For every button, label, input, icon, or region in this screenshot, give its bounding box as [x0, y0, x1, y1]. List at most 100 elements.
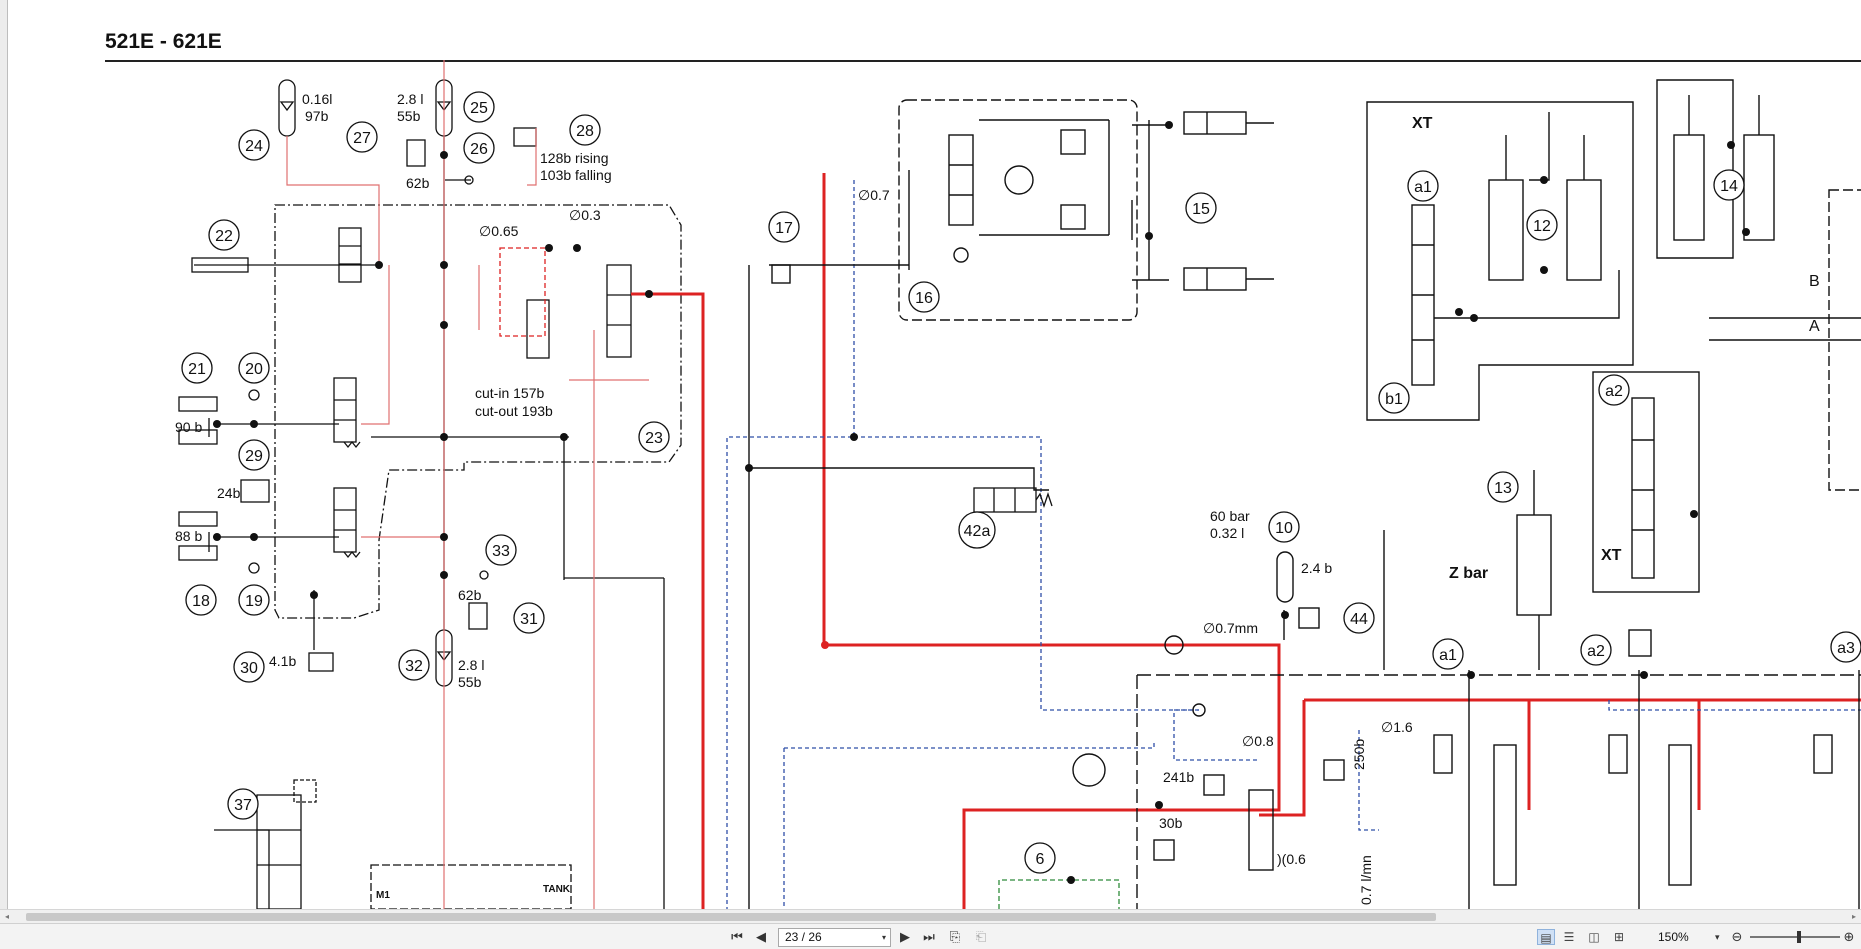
hydraulic-schematic: 24 25 26 27 28 22 21 20 29 18 19 23 17 1…: [175, 60, 1861, 909]
left-assembly: [178, 79, 682, 909]
next-page-icon[interactable]: ▶: [900, 929, 910, 944]
title-rule: [105, 60, 1861, 62]
pump-module: [771, 99, 1274, 321]
orifice-06: )(0.6: [1277, 851, 1306, 867]
press-88: 88 b: [175, 528, 202, 544]
viewer-left-edge: [0, 0, 8, 909]
scroll-right-icon[interactable]: ▸: [1851, 912, 1856, 921]
drain-lines: [998, 879, 1120, 909]
label-15: 15: [1192, 201, 1210, 218]
label-27: 27: [353, 130, 371, 147]
label-14: 14: [1720, 178, 1738, 195]
pilot-dashed-lines: [726, 180, 1861, 909]
view-single-icon[interactable]: ▤: [1537, 929, 1555, 945]
label-26: 26: [470, 141, 488, 158]
pilot-lines: [286, 60, 649, 909]
label-22: 22: [215, 228, 233, 245]
view-continuous-icon[interactable]: ☰: [1563, 930, 1575, 944]
label-a1-top: a1: [1414, 179, 1432, 196]
last-page-icon[interactable]: ⏭: [923, 929, 935, 944]
label-a1-bottom: a1: [1439, 647, 1457, 664]
annotations: 0.16l 97b 2.8 l 55b 62b 128b rising 103b…: [175, 91, 1820, 905]
label-37: 37: [234, 797, 252, 814]
zoom-slider-knob[interactable]: [1797, 931, 1801, 943]
document-viewer[interactable]: 521E - 621E: [0, 0, 1861, 909]
label-29: 29: [245, 448, 263, 465]
right-components: [1072, 79, 1861, 909]
horizontal-scrollbar[interactable]: ◂ ▸: [0, 909, 1861, 923]
press-250: 250b: [1351, 739, 1367, 770]
orifice-065: ∅0.65: [479, 223, 519, 239]
label-16: 16: [915, 290, 933, 307]
sw27-pressure: 62b: [406, 175, 430, 191]
flow-07: 0.7 l/mn: [1358, 855, 1374, 905]
orifice-07: ∅0.7: [858, 187, 890, 203]
xt-bottom: XT: [1601, 547, 1622, 564]
label-a2-bottom: a2: [1587, 643, 1605, 660]
label-31: 31: [520, 611, 538, 628]
sw28-falling: 103b falling: [540, 167, 612, 183]
label-20: 20: [245, 361, 263, 378]
port-a: A: [1809, 318, 1820, 335]
document-page: 521E - 621E: [9, 0, 1861, 909]
orifice-07mm: ∅0.7mm: [1203, 620, 1258, 636]
navigation-toolbar: ⏮ ◀ 23 / 26 ▾ ▶ ⏭ ⎘ ⎗ ▤ ☰ ◫ ⊞ 150% ▾ ⊖ ⊕: [0, 923, 1861, 949]
label-24: 24: [245, 138, 263, 155]
label-6: 6: [1036, 851, 1045, 868]
label-b1: b1: [1385, 391, 1403, 408]
page-number-field[interactable]: 23 / 26 ▾: [778, 928, 891, 947]
z-bar: Z bar: [1449, 565, 1488, 582]
scroll-left-icon[interactable]: ◂: [4, 912, 9, 921]
label-28: 28: [576, 123, 594, 140]
label-a2-top: a2: [1605, 383, 1623, 400]
next-view-icon[interactable]: ⎗: [975, 929, 987, 944]
port-b: B: [1809, 273, 1820, 290]
return-lines: [748, 124, 1860, 909]
acc25-volume: 2.8 l: [397, 91, 423, 107]
orifice-16: ∅1.6: [1381, 719, 1413, 735]
junction-dots: [213, 121, 1750, 884]
pressure-lines: [631, 173, 1861, 909]
label-10: 10: [1275, 520, 1293, 537]
label-44: 44: [1350, 611, 1368, 628]
label-33: 33: [492, 543, 510, 560]
label-13: 13: [1494, 480, 1512, 497]
zoom-dropdown-icon[interactable]: ▾: [1715, 932, 1720, 942]
orifice-08: ∅0.8: [1242, 733, 1274, 749]
first-page-icon[interactable]: ⏮: [731, 929, 743, 944]
press-30: 30b: [1159, 815, 1183, 831]
previous-view-icon[interactable]: ⎘: [949, 929, 961, 944]
label-42a: 42a: [964, 523, 991, 540]
acc10-pressure: 60 bar: [1210, 508, 1250, 524]
zoom-in-icon[interactable]: ⊕: [1843, 929, 1855, 944]
label-a3: a3: [1837, 640, 1855, 657]
label-23: 23: [645, 430, 663, 447]
page-indicator: 23 / 26: [785, 930, 822, 944]
tank-label: TANK: [543, 884, 571, 895]
acc24-volume: 0.16l: [302, 91, 332, 107]
zoom-out-icon[interactable]: ⊖: [1731, 929, 1743, 944]
view-facing-continuous-icon[interactable]: ⊞: [1613, 930, 1625, 944]
label-18: 18: [192, 593, 210, 610]
label-32: 32: [405, 658, 423, 675]
label-21: 21: [188, 361, 206, 378]
prev-page-icon[interactable]: ◀: [756, 929, 766, 944]
page-title: 521E - 621E: [105, 30, 222, 53]
valve-42a: [973, 487, 1053, 513]
xt-top: XT: [1412, 115, 1433, 132]
zoom-slider[interactable]: [1750, 936, 1840, 938]
sw28-rising: 128b rising: [540, 150, 609, 166]
press-90: 90 b: [175, 419, 202, 435]
component-numbers: 24 25 26 27 28 22 21 20 29 18 19 23 17 1…: [188, 100, 1855, 868]
page-dropdown-icon[interactable]: ▾: [881, 933, 886, 942]
cut-out: cut-out 193b: [475, 403, 553, 419]
press-41: 4.1b: [269, 653, 296, 669]
label-30: 30: [240, 660, 258, 677]
press-24: 24b: [217, 485, 241, 501]
acc25-pressure: 55b: [397, 108, 421, 124]
view-facing-icon[interactable]: ◫: [1588, 930, 1600, 944]
label-17: 17: [775, 220, 793, 237]
orifice-03: ∅0.3: [569, 207, 601, 223]
horizontal-scrollbar-thumb[interactable]: [26, 913, 1436, 921]
zoom-level[interactable]: 150%: [1658, 930, 1689, 944]
